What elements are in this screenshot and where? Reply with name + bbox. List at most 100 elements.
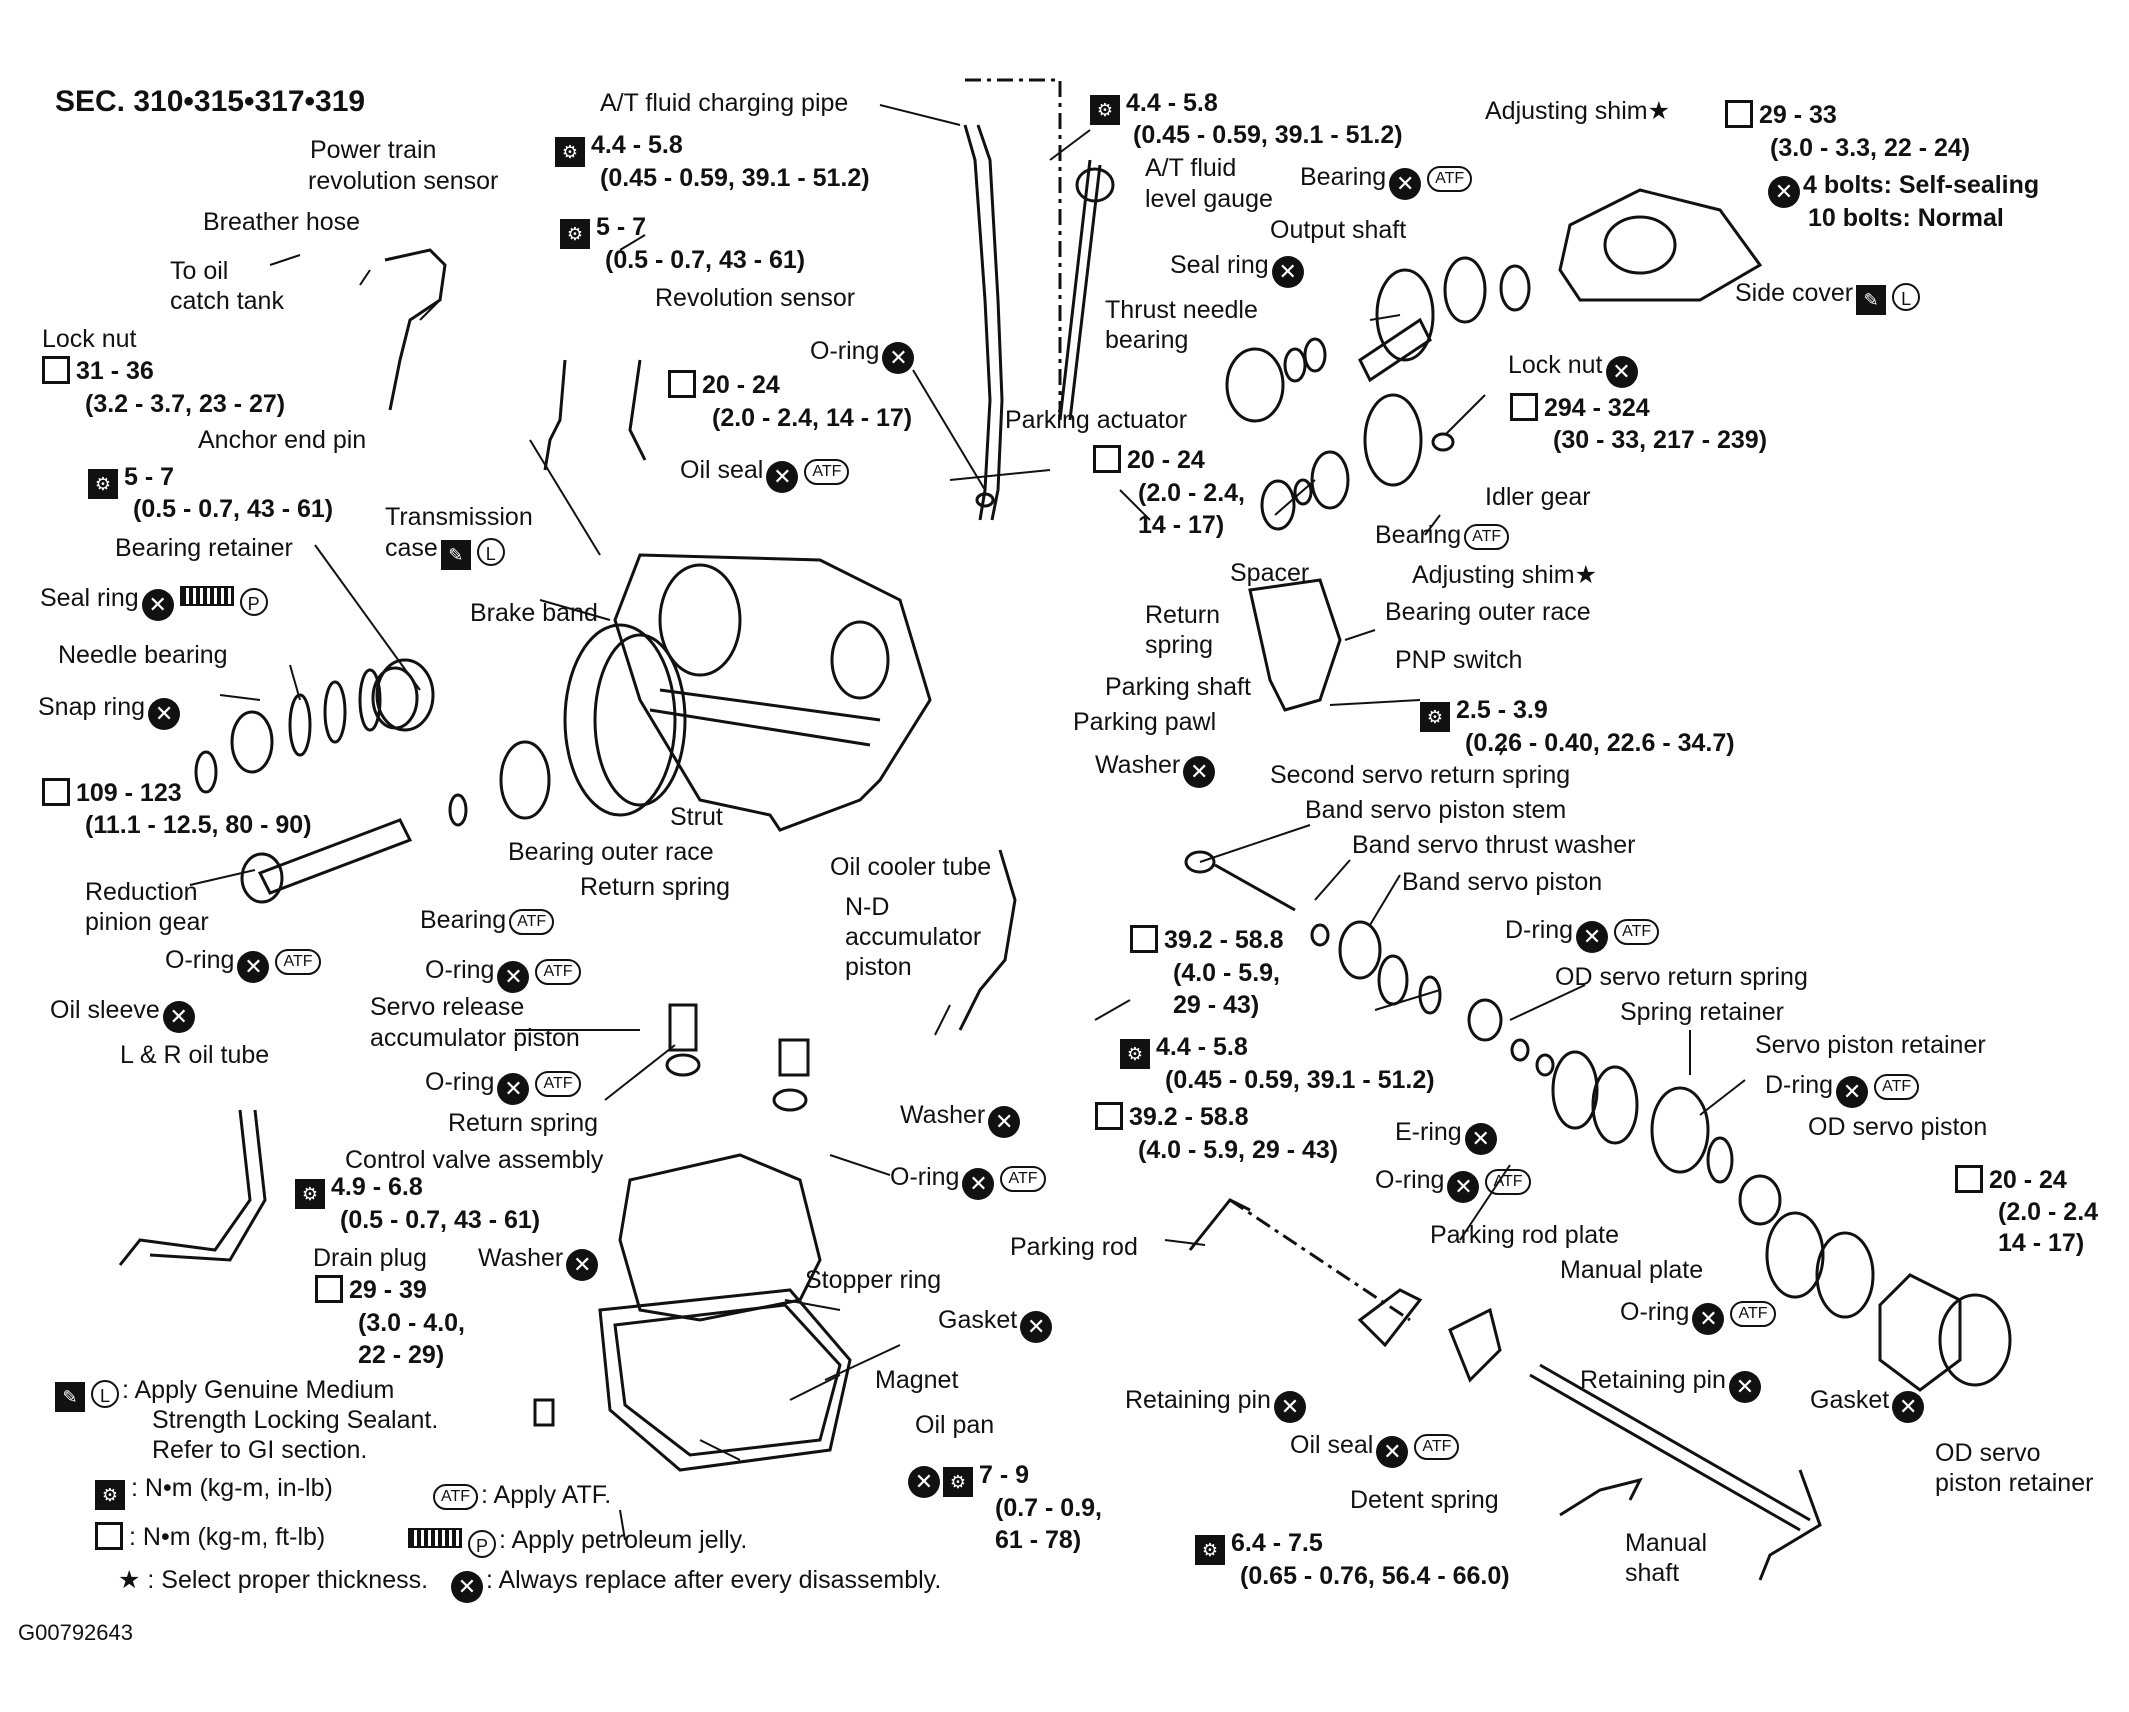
label-control-valve-assembly: Control valve assembly	[345, 1146, 604, 1174]
torque-od-detail-2: 14 - 17)	[1998, 1229, 2085, 1257]
label-text: Retaining pin	[1125, 1386, 1271, 1414]
label-bearing-outer-race-left: Bearing outer race	[508, 838, 714, 866]
torque-power-train-detail: (0.5 - 0.7, 43 - 61)	[605, 246, 806, 274]
torque-ftlb-icon	[42, 778, 70, 806]
label-oring-low: O-ring✕ATF	[425, 1067, 584, 1105]
torque-cooler-3: 39.2 - 58.8	[1095, 1102, 1249, 1132]
parking-rod-plate	[1357, 1288, 1423, 1348]
torque-ftlb-icon	[1725, 100, 1753, 128]
legend-sealant-3: Refer to GI section.	[152, 1436, 368, 1464]
label-oring-reduction: O-ring✕ATF	[165, 945, 324, 983]
star-icon: ★	[1647, 97, 1670, 125]
replace-icon: ✕	[497, 1073, 530, 1105]
torque-value: 7 - 9	[979, 1461, 1030, 1489]
manual-plate	[1448, 1307, 1502, 1383]
torque-inlb-icon: ⚙	[1090, 95, 1120, 125]
label-adjusting-shim-top: Adjusting shim★	[1485, 96, 1670, 126]
label-spring-retainer: Spring retainer	[1620, 998, 1784, 1026]
label-return-spring-2: spring	[1145, 631, 1214, 659]
replace-icon: ✕	[148, 698, 181, 730]
torque-pnp: ⚙2.5 - 3.9	[1420, 695, 1548, 732]
label-parking-rod-plate: Parking rod plate	[1430, 1221, 1620, 1249]
torque-reduction-detail: (11.1 - 12.5, 80 - 90)	[85, 811, 312, 839]
label-bolts-2: 10 bolts: Normal	[1808, 204, 2004, 232]
od-gasket	[1878, 1273, 1962, 1392]
legend-atf: ATF: Apply ATF.	[430, 1480, 611, 1510]
petroleum-jelly-icon	[408, 1528, 462, 1548]
label-retaining-pin-left: Retaining pin✕	[1125, 1385, 1309, 1423]
torque-control-valve: ⚙4.9 - 6.8	[295, 1172, 423, 1209]
label-oring-nd: O-ring✕ATF	[890, 1162, 1049, 1200]
torque-value: 39.2 - 58.8	[1164, 926, 1284, 954]
torque-value: 5 - 7	[124, 463, 175, 491]
label-text: Oil seal	[1290, 1431, 1374, 1459]
torque-ftlb-icon	[668, 370, 696, 398]
label-servo-piston-retainer: Servo piston retainer	[1755, 1031, 1986, 1059]
label-gasket-od: Gasket✕	[1810, 1385, 1927, 1423]
label-breather-hose: Breather hose	[203, 208, 361, 236]
label-reduction-pinion-1: Reduction	[85, 878, 198, 906]
torque-detent-detail: (0.65 - 0.76, 56.4 - 66.0)	[1240, 1562, 1510, 1590]
torque-anchor-detail: (0.5 - 0.7, 43 - 61)	[133, 495, 334, 523]
star-icon: ★	[1574, 561, 1597, 589]
torque-cooler-detail-1: (4.0 - 5.9,	[1173, 959, 1280, 987]
label-thrust-bearing-1: Thrust needle	[1105, 296, 1258, 324]
label-snap-ring: Snap ring✕	[38, 692, 183, 730]
legend-text: : Apply Genuine Medium	[122, 1376, 395, 1404]
label-text: Snap ring	[38, 693, 146, 721]
label-return-spring-low: Return spring	[448, 1109, 599, 1137]
figure-code: G00792643	[18, 1620, 133, 1645]
replace-icon: ✕	[1271, 256, 1304, 288]
jelly-p-icon: P	[239, 588, 268, 616]
label-text: Bearing	[1375, 521, 1462, 549]
torque-ftlb-icon	[42, 356, 70, 384]
torque-parking-detail-1: (2.0 - 2.4,	[1138, 479, 1245, 507]
reduction-pinion-shaft	[257, 818, 413, 895]
torque-lock-nut-left: 31 - 36	[42, 356, 154, 386]
oil-cooler-tube	[958, 849, 1017, 1031]
label-text: Bearing	[1300, 163, 1387, 191]
torque-cooler-2-detail: (0.45 - 0.59, 39.1 - 51.2)	[1165, 1066, 1435, 1094]
torque-value: 4.9 - 6.8	[331, 1173, 423, 1201]
label-parking-rod: Parking rod	[1010, 1233, 1138, 1261]
output-shaft	[1358, 317, 1432, 383]
label-parking-actuator: Parking actuator	[1005, 406, 1188, 434]
torque-control-valve-detail: (0.5 - 0.7, 43 - 61)	[340, 1206, 541, 1234]
label-oil-sleeve: Oil sleeve✕	[50, 995, 198, 1033]
replace-icon: ✕	[1692, 1303, 1725, 1335]
legend-nm-ftlb: : N•m (kg-m, ft-lb)	[95, 1522, 325, 1552]
torque-inlb-icon: ⚙	[295, 1179, 325, 1209]
label-oil-seal-low: Oil seal✕ATF	[1290, 1430, 1462, 1468]
label-text: Gasket	[1810, 1386, 1890, 1414]
label-text: Oil seal	[680, 456, 764, 484]
legend-jelly: P: Apply petroleum jelly.	[405, 1525, 747, 1558]
torque-od: 20 - 24	[1955, 1165, 2067, 1195]
atf-icon: ATF	[433, 1484, 479, 1510]
label-od-servo-return-spring: OD servo return spring	[1555, 963, 1808, 991]
petroleum-jelly-icon	[179, 586, 234, 606]
torque-inlb-icon: ⚙	[1120, 1039, 1150, 1069]
label-nd-2: accumulator	[845, 923, 982, 951]
torque-parking-detail-2: 14 - 17)	[1138, 511, 1225, 539]
label-idler-gear: Idler gear	[1485, 483, 1591, 511]
label-return-spring-1: Return	[1145, 601, 1221, 629]
label-text: 4 bolts: Self-sealing	[1803, 171, 2040, 199]
label-od-retainer-1: OD servo	[1935, 1439, 2041, 1467]
label-washer-low: Washer✕	[900, 1100, 1023, 1138]
label-text: O-ring	[425, 956, 495, 984]
star-icon: ★	[118, 1566, 141, 1594]
torque-value: 39.2 - 58.8	[1129, 1103, 1249, 1131]
replace-icon: ✕	[988, 1106, 1021, 1138]
atf-icon: ATF	[1614, 919, 1660, 945]
replace-icon: ✕	[1376, 1436, 1409, 1468]
label-oil-seal-top: Oil seal✕ATF	[680, 455, 852, 493]
detent-spring	[1559, 1477, 1643, 1517]
label-text: Adjusting shim	[1485, 97, 1648, 125]
label-parking-shaft: Parking shaft	[1105, 673, 1251, 701]
label-oring-od2: O-ring✕ATF	[1620, 1297, 1779, 1335]
legend-text: : Always replace after every disassembly…	[486, 1566, 942, 1594]
label-drain-plug: Drain plug	[313, 1244, 427, 1272]
label-od-servo-piston: OD servo piston	[1808, 1113, 1988, 1141]
label-nd-1: N-D	[845, 893, 890, 921]
torque-side-cover: 29 - 33	[1725, 100, 1837, 130]
